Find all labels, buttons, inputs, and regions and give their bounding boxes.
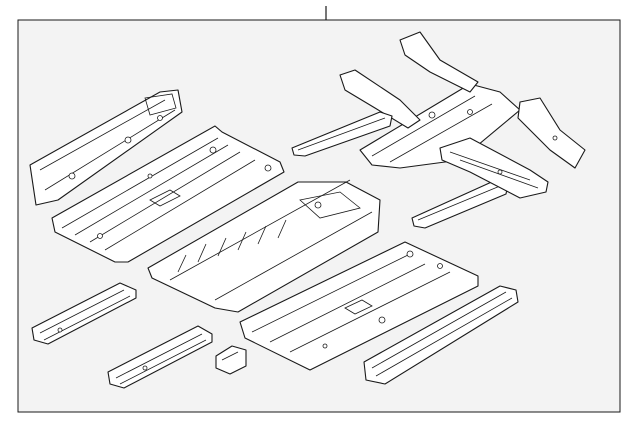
rear-floor-pan[interactable] <box>239 241 479 371</box>
center-tunnel-floor[interactable] <box>147 179 381 313</box>
right-rocker-sill[interactable] <box>363 285 519 385</box>
rear-floor-extension[interactable] <box>439 137 549 199</box>
left-rear-crossmember[interactable] <box>107 325 213 389</box>
left-front-crossmember[interactable] <box>31 282 137 345</box>
small-bracket[interactable] <box>215 345 247 375</box>
front-seat-crossmember[interactable] <box>291 111 393 157</box>
rear-frame-assembly[interactable] <box>339 31 586 169</box>
front-floor-pan[interactable] <box>51 125 285 263</box>
left-rocker-reinforcement[interactable] <box>29 89 183 206</box>
